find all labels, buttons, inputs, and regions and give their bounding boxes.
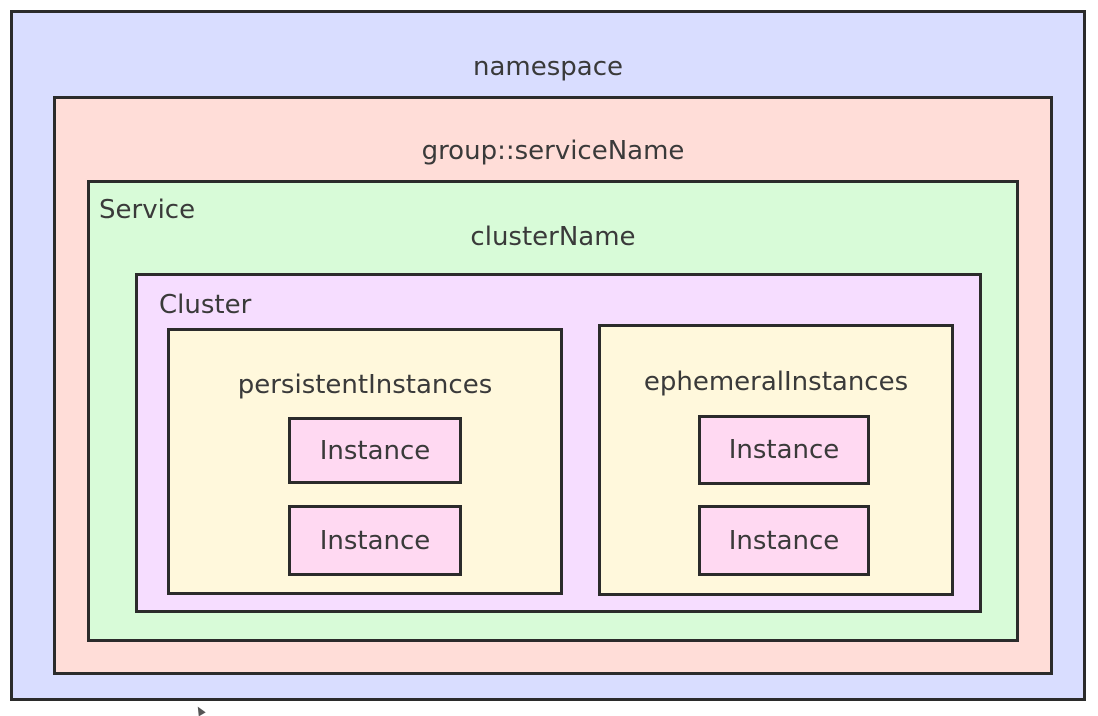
cluster-name-label: clusterName <box>470 222 636 252</box>
ephemeral-instance-box: Instance <box>698 415 870 485</box>
group-service-name-label: group::serviceName <box>421 136 685 166</box>
persistent-instances-label: persistentInstances <box>237 370 493 400</box>
persistent-instance-box: Instance <box>288 417 462 484</box>
persistent-instance-box: Instance <box>288 505 462 576</box>
ephemeral-instance-box: Instance <box>698 505 870 576</box>
cluster-title: Cluster <box>159 290 252 320</box>
namespace-label: namespace <box>472 52 623 82</box>
ephemeral-instances-label: ephemeralInstances <box>643 367 909 397</box>
mouse-cursor-icon <box>194 704 206 716</box>
service-title: Service <box>99 195 196 225</box>
